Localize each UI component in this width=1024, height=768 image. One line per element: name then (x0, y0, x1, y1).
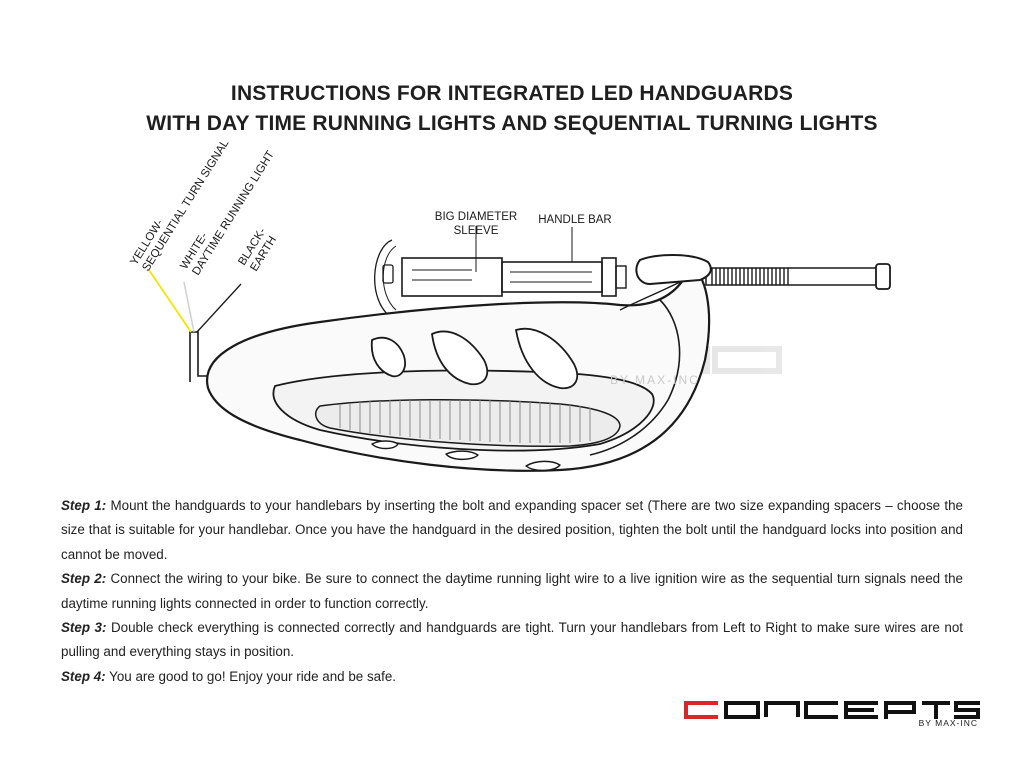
bolt (705, 263, 891, 290)
step-1-label: Step 1: (61, 498, 107, 513)
handguard-body (205, 254, 712, 472)
page-title-line-1: INSTRUCTIONS FOR INTEGRATED LED HANDGUAR… (230, 82, 794, 105)
page-title-line-2: WITH DAY TIME RUNNING LIGHTS AND SEQUENT… (146, 112, 878, 135)
label-handle-bar: HANDLE BAR (538, 214, 612, 226)
instructions-text: Step 1: Mount the handguards to your han… (61, 494, 963, 689)
step-2: Step 2: Connect the wiring to your bike.… (61, 567, 963, 616)
label-big-diameter: BIG DIAMETER (435, 211, 517, 223)
handle-bar-and-sleeve (374, 226, 627, 319)
step-4: Step 4: You are good to go! Enjoy your r… (61, 665, 963, 689)
concepts-logo: BY MAX-INC (682, 700, 982, 732)
step-3-label: Step 3: (61, 620, 107, 636)
concepts-logo-mark (684, 701, 980, 719)
step-4-text: You are good to go! Enjoy your ride and … (105, 668, 396, 684)
step-4-label: Step 4: (61, 668, 106, 684)
watermark-sub-text: BY MAX-INC (610, 373, 700, 387)
logo-sub-text: BY MAX-INC (918, 718, 978, 728)
step-3-text: Double check everything is connected cor… (61, 620, 963, 660)
handguard-diagram: YELLOW- SEQUENTIAL TURN SIGNAL WHITE- DA… (128, 137, 891, 472)
step-1-text: Mount the handguards to your handlebars … (61, 498, 963, 562)
step-3: Step 3: Double check everything is conne… (61, 616, 963, 665)
wiring-harness (148, 269, 242, 382)
step-1: Step 1: Mount the handguards to your han… (61, 494, 963, 567)
step-2-text: Connect the wiring to your bike. Be sure… (61, 571, 963, 611)
step-2-label: Step 2: (61, 571, 107, 587)
label-sleeve: SLEEVE (454, 225, 499, 237)
